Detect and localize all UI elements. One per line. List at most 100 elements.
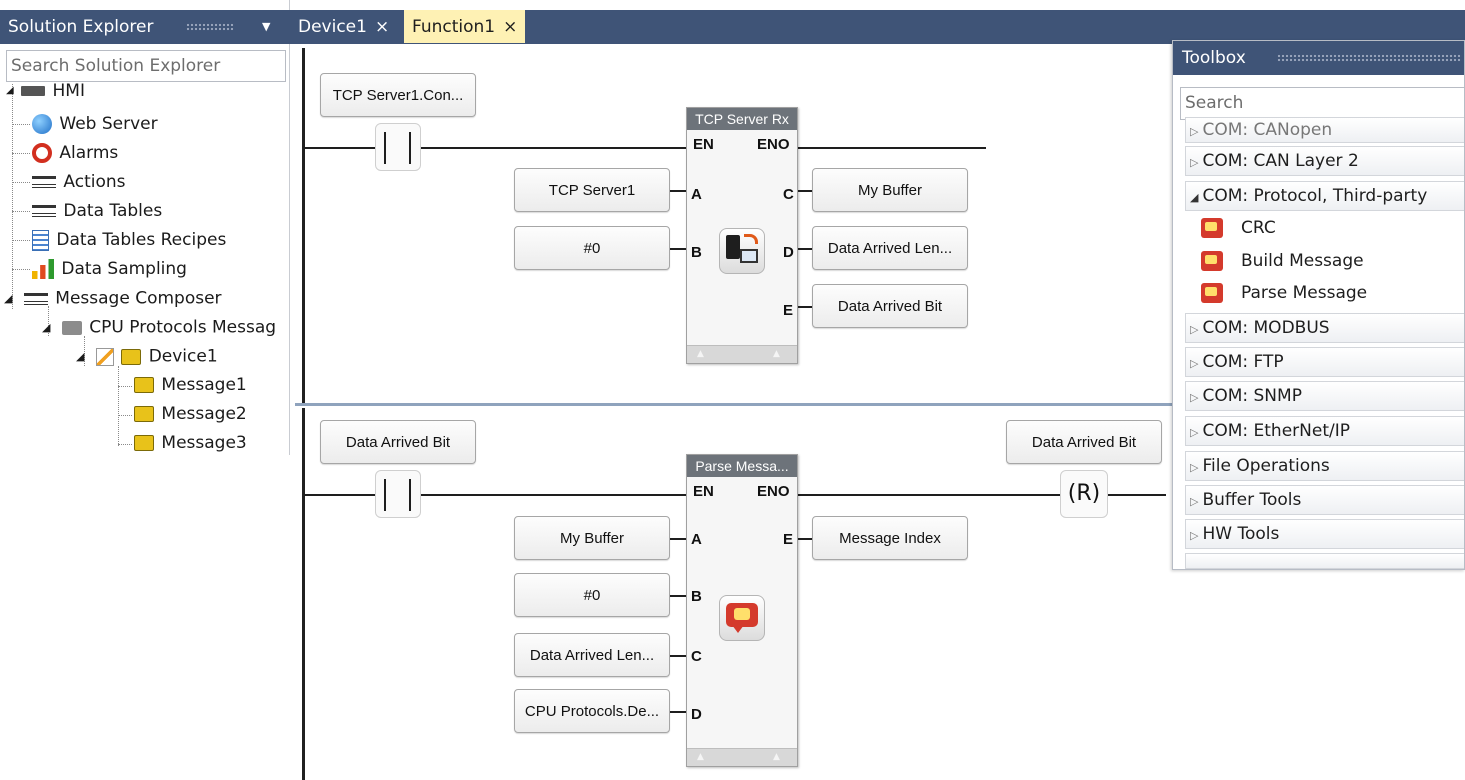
category-label: COM: MODBUS — [1202, 318, 1330, 338]
parse-message-icon — [1201, 283, 1223, 303]
dropdown-arrow-icon[interactable]: ▼ — [262, 20, 271, 33]
pin-wire — [798, 538, 812, 540]
expander-icon[interactable]: ◢ — [42, 321, 51, 334]
no-contact[interactable] — [375, 123, 421, 171]
solution-tree: ◢ HMI Web Server Alarms Actions Data Tab… — [0, 82, 290, 458]
close-icon[interactable]: × — [374, 17, 390, 37]
folder-icon — [61, 320, 82, 335]
input-tag-b[interactable]: #0 — [514, 226, 670, 270]
tree-line — [12, 84, 13, 309]
expand-arrow-icon: ▷ — [1190, 391, 1199, 404]
tree-item-hmi[interactable]: ◢ HMI — [6, 82, 85, 100]
category-canopen[interactable]: ▷COM: CANopen — [1185, 117, 1464, 143]
pin-en: EN — [693, 483, 714, 500]
category-hw-tools[interactable]: ▷HW Tools — [1185, 519, 1464, 549]
toolbox-search-input[interactable]: Search — [1180, 87, 1464, 120]
input-tag-c[interactable]: Data Arrived Len... — [514, 633, 670, 677]
no-contact[interactable] — [375, 470, 421, 518]
message-icon — [134, 377, 154, 393]
tree-item-data-sampling[interactable]: Data Sampling — [32, 255, 187, 284]
function-block-title: TCP Server Rx — [687, 108, 797, 130]
tree-item-message1[interactable]: Message1 — [134, 371, 247, 400]
expand-arrow-icon: ▷ — [1190, 323, 1199, 336]
tree-line — [12, 240, 30, 241]
tree-item-label: Alarms — [59, 143, 119, 163]
category-partial[interactable] — [1185, 553, 1464, 569]
category-file-operations[interactable]: ▷File Operations — [1185, 451, 1464, 481]
solution-explorer-header[interactable]: Solution Explorer ▼ — [0, 10, 290, 44]
tree-item-message2[interactable]: Message2 — [134, 400, 247, 429]
tree-item-message-composer[interactable]: ◢ Message Composer — [4, 284, 222, 313]
toolbox-item-parse-message[interactable]: Parse Message — [1201, 277, 1367, 309]
expand-arrow-icon: ▷ — [1190, 357, 1199, 370]
output-tag-e[interactable]: Data Arrived Bit — [812, 284, 968, 328]
tree-line — [48, 306, 49, 336]
category-label: COM: SNMP — [1202, 386, 1302, 406]
contact-tag[interactable]: Data Arrived Bit — [320, 420, 476, 464]
category-buffer-tools[interactable]: ▷Buffer Tools — [1185, 485, 1464, 515]
globe-icon — [32, 114, 52, 134]
output-tag-c[interactable]: My Buffer — [812, 168, 968, 212]
drag-handle[interactable] — [1277, 54, 1462, 62]
pin-wire — [798, 190, 812, 192]
category-protocol-third-party[interactable]: ◢COM: Protocol, Third-party — [1185, 181, 1464, 211]
toolbox-item-crc[interactable]: CRC — [1201, 212, 1276, 244]
toolbox-item-build-message[interactable]: Build Message — [1201, 245, 1364, 277]
alarm-icon — [32, 143, 52, 163]
category-can-layer2[interactable]: ▷COM: CAN Layer 2 — [1185, 146, 1464, 176]
tree-item-actions[interactable]: Actions — [32, 168, 126, 197]
tab-device1[interactable]: Device1 × — [290, 10, 397, 44]
expand-arrow-icon: ▷ — [1190, 156, 1199, 169]
tree-item-device1[interactable]: ◢ Device1 — [76, 342, 218, 371]
expander-icon[interactable]: ◢ — [4, 292, 13, 305]
category-label: COM: FTP — [1202, 352, 1284, 372]
tree-item-message3[interactable]: Message3 — [134, 429, 247, 458]
input-tag-a[interactable]: My Buffer — [514, 516, 670, 560]
input-tag-b[interactable]: #0 — [514, 573, 670, 617]
pin-wire — [670, 711, 686, 713]
tree-line — [12, 269, 30, 270]
solution-search-input[interactable]: Search Solution Explorer — [6, 50, 286, 82]
pin-e: E — [783, 531, 794, 548]
pin-en: EN — [693, 136, 714, 153]
block-resize-bar[interactable]: ▲▲ — [687, 748, 797, 766]
tree-item-data-tables[interactable]: Data Tables — [32, 197, 162, 226]
expander-icon[interactable]: ◢ — [6, 85, 14, 96]
category-label: COM: CAN Layer 2 — [1202, 151, 1359, 171]
tree-item-alarms[interactable]: Alarms — [32, 139, 118, 168]
category-modbus[interactable]: ▷COM: MODBUS — [1185, 313, 1464, 343]
tree-item-data-tables-recipes[interactable]: Data Tables Recipes — [32, 226, 226, 255]
input-tag-d[interactable]: CPU Protocols.De... — [514, 689, 670, 733]
pin-c: C — [783, 186, 794, 203]
message-icon — [134, 435, 154, 451]
expand-arrow-icon: ▷ — [1190, 125, 1199, 138]
tree-item-label: Message3 — [161, 433, 247, 453]
coil-tag[interactable]: Data Arrived Bit — [1006, 420, 1162, 464]
category-ftp[interactable]: ▷COM: FTP — [1185, 347, 1464, 377]
category-ethernet-ip[interactable]: ▷COM: EtherNet/IP — [1185, 416, 1464, 446]
input-tag-a[interactable]: TCP Server1 — [514, 168, 670, 212]
tree-item-web-server[interactable]: Web Server — [32, 110, 158, 139]
block-resize-bar[interactable]: ▲▲ — [687, 345, 797, 363]
tree-line — [118, 415, 132, 416]
tree-item-label: Message Composer — [55, 288, 222, 309]
output-tag-d[interactable]: Data Arrived Len... — [812, 226, 968, 270]
tab-label: Device1 — [298, 17, 367, 37]
reset-coil[interactable]: (R) — [1060, 470, 1108, 518]
close-icon[interactable]: × — [503, 17, 518, 37]
toolbox-header[interactable]: Toolbox — [1173, 41, 1464, 75]
category-snmp[interactable]: ▷COM: SNMP — [1185, 381, 1464, 411]
toolbox-title: Toolbox — [1182, 48, 1246, 68]
category-label: COM: EtherNet/IP — [1202, 421, 1350, 441]
tree-item-cpu-protocols[interactable]: ◢ CPU Protocols Messag — [42, 313, 276, 342]
tab-function1[interactable]: Function1× — [404, 10, 526, 43]
function-block-tcp-server-rx[interactable]: TCP Server Rx EN ENO A B C D E ▲▲ — [686, 107, 798, 364]
expander-icon[interactable]: ◢ — [76, 350, 85, 363]
contact-tag[interactable]: TCP Server1.Con... — [320, 73, 476, 117]
output-tag-e[interactable]: Message Index — [812, 516, 968, 560]
function-block-parse-message[interactable]: Parse Messa... EN ENO A B C D E ▲▲ — [686, 454, 798, 767]
drag-handle[interactable] — [186, 23, 234, 31]
pin-eno: ENO — [757, 483, 790, 500]
pin-b: B — [691, 588, 702, 605]
collapse-arrow-icon: ◢ — [1190, 191, 1199, 204]
